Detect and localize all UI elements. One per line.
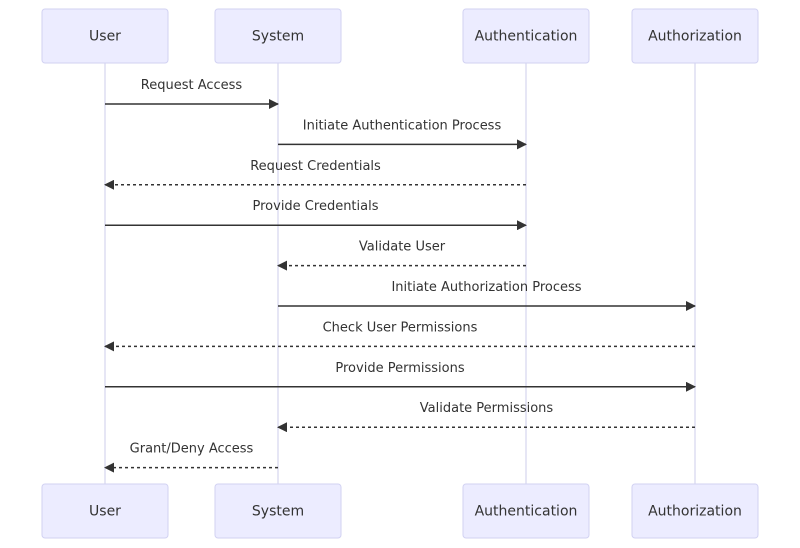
message-10: Grant/Deny Access <box>104 442 278 473</box>
participant-label: Authorization <box>648 29 742 45</box>
message-6: Initiate Authorization Process <box>278 280 696 311</box>
message-label: Validate User <box>359 240 446 255</box>
participant-authorization-bottom: Authorization <box>631 483 759 539</box>
participant-box <box>214 8 342 64</box>
participant-box <box>631 483 759 539</box>
participant-label: System <box>252 29 304 45</box>
participant-label: Authentication <box>475 29 578 45</box>
participant-box <box>41 8 169 64</box>
participant-label: User <box>89 504 121 520</box>
participant-box <box>214 483 342 539</box>
message-label: Initiate Authorization Process <box>391 280 581 295</box>
message-label: Provide Permissions <box>335 361 464 376</box>
message-label: Provide Credentials <box>253 199 379 214</box>
participant-authentication-top: Authentication <box>462 8 590 64</box>
message-2: Initiate Authentication Process <box>278 118 527 150</box>
participant-system-bottom: System <box>214 483 342 539</box>
participant-system-top: System <box>214 8 342 64</box>
participant-label: Authentication <box>475 504 578 520</box>
participant-label: User <box>89 29 121 45</box>
lifelines <box>104 63 696 484</box>
message-label: Request Access <box>141 78 243 93</box>
message-label: Grant/Deny Access <box>130 442 254 457</box>
message-4: Provide Credentials <box>105 199 527 231</box>
message-8: Provide Permissions <box>105 361 696 392</box>
message-label: Check User Permissions <box>323 320 478 335</box>
participant-label: System <box>252 504 304 520</box>
participant-authentication-bottom: Authentication <box>462 483 590 539</box>
message-1: Request Access <box>105 78 279 109</box>
participant-user-top: User <box>41 8 169 64</box>
message-3: Request Credentials <box>104 159 526 190</box>
participant-label: Authorization <box>648 504 742 520</box>
participant-box <box>41 483 169 539</box>
participant-authorization-top: Authorization <box>631 8 759 64</box>
participants-bottom: User System Authentication Authorization <box>41 483 759 539</box>
participants-top: User System Authentication Authorization <box>41 8 759 64</box>
message-label: Request Credentials <box>250 159 381 174</box>
message-label: Validate Permissions <box>420 401 554 416</box>
message-5: Validate User <box>277 240 526 271</box>
message-label: Initiate Authentication Process <box>303 118 502 133</box>
message-9: Validate Permissions <box>277 401 695 433</box>
participant-user-bottom: User <box>41 483 169 539</box>
participant-box <box>462 483 590 539</box>
participant-box <box>631 8 759 64</box>
message-7: Check User Permissions <box>104 320 695 352</box>
participant-box <box>462 8 590 64</box>
